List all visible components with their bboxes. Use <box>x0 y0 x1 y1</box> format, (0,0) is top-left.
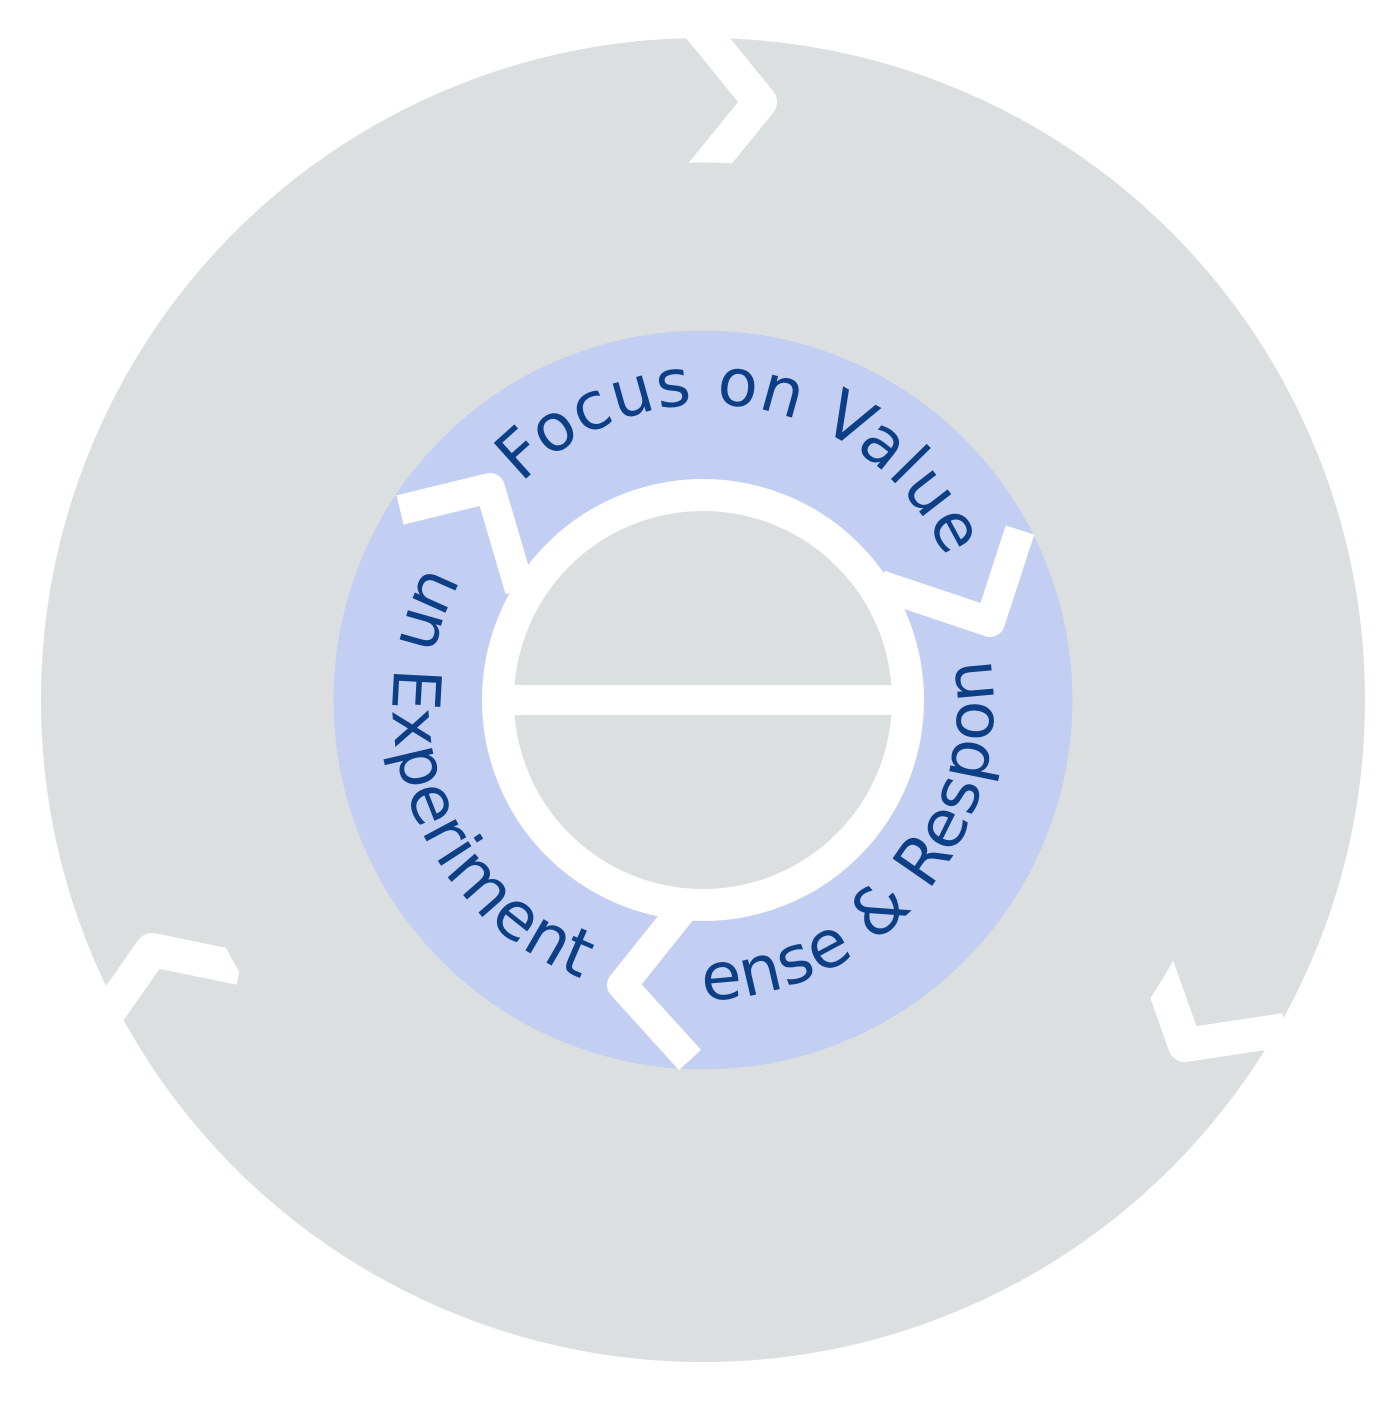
outer-ring-chevron-top <box>681 11 777 193</box>
inner-ring-chevron-bottom <box>607 890 702 1071</box>
middle-ring <box>165 162 1241 1238</box>
inner-ring-chevron-upper-left <box>396 473 535 595</box>
inner-cycle-ring <box>333 330 1073 1071</box>
outer-ring-band <box>41 38 1365 1362</box>
outer-ring-chevron-lower-right <box>1138 954 1288 1062</box>
center-hub <box>482 479 924 921</box>
inner-ring-band <box>333 330 1073 1070</box>
outer-ring-chevron-lower-left <box>96 933 244 1020</box>
inner-ring-chevron-right <box>875 525 1035 637</box>
outer-cycle-ring <box>41 11 1365 1362</box>
